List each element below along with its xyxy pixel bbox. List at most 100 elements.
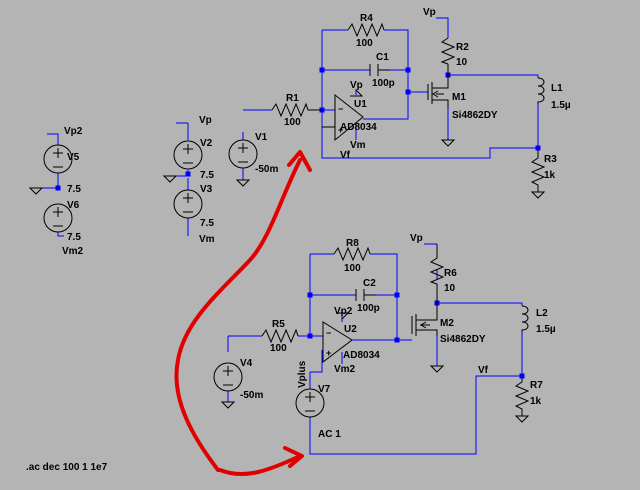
mosfet-m2[interactable]: M2 Si4862DY bbox=[411, 296, 486, 345]
source-v4[interactable]: V4 -50m bbox=[213, 358, 263, 401]
r3-value: 1k bbox=[544, 170, 556, 181]
u2-part: AD8034 bbox=[343, 350, 380, 361]
source-v6[interactable]: V6 7.5 bbox=[43, 200, 81, 243]
r4-name: R4 bbox=[360, 13, 373, 24]
m1-part: Si4862DY bbox=[452, 110, 498, 121]
r6-value: 10 bbox=[444, 283, 456, 294]
source-v1[interactable]: V1 -50m bbox=[228, 132, 278, 175]
v1-value: -50m bbox=[255, 164, 278, 175]
svg-text:+: + bbox=[338, 125, 343, 135]
m2-part: Si4862DY bbox=[440, 334, 486, 345]
mosfet-m1[interactable]: M1 Si4862DY bbox=[427, 64, 498, 121]
u1-name: U1 bbox=[354, 99, 367, 110]
source-v3[interactable]: V3 7.5 bbox=[173, 184, 214, 229]
l2-value: 1.5µ bbox=[536, 324, 556, 335]
resistor-r3[interactable]: R3 1k bbox=[530, 150, 557, 192]
r1-value: 100 bbox=[284, 117, 301, 128]
ground-icon bbox=[514, 415, 530, 423]
v1-name: V1 bbox=[255, 132, 268, 143]
v5-name: V5 bbox=[67, 152, 80, 163]
v2-name: V2 bbox=[200, 138, 213, 149]
inductor-l2[interactable]: L2 1.5µ bbox=[521, 305, 556, 335]
c2-name: C2 bbox=[363, 278, 376, 289]
r8-value: 100 bbox=[344, 263, 361, 274]
c1-value: 100p bbox=[372, 78, 395, 89]
v6-bottom-label: Vm2 bbox=[62, 246, 84, 257]
resistor-r4[interactable]: R4 100 bbox=[347, 13, 385, 49]
u2-vm: Vm2 bbox=[334, 364, 356, 375]
r2-name: R2 bbox=[456, 42, 469, 53]
r2-value: 10 bbox=[456, 57, 468, 68]
source-v5[interactable]: V5 7.5 bbox=[43, 144, 81, 195]
ground-icon bbox=[530, 191, 546, 199]
ground-icon bbox=[440, 139, 456, 147]
v2-top-label: Vp bbox=[199, 115, 212, 126]
supply-v2-v3: Vp V2 7.5 V3 7.5 Vm bbox=[162, 115, 215, 245]
source-v7[interactable]: V7 AC 1 bbox=[295, 384, 341, 440]
v7-value: AC 1 bbox=[318, 429, 341, 440]
l1-value: 1.5µ bbox=[551, 100, 571, 111]
v3-name: V3 bbox=[200, 184, 213, 195]
capacitor-c2[interactable]: C2 100p bbox=[355, 278, 380, 314]
u2-vp: Vp2 bbox=[334, 306, 353, 317]
u1-vp: Vp bbox=[350, 80, 363, 91]
r2-supply-flag: Vp bbox=[423, 7, 449, 30]
v3-value: 7.5 bbox=[200, 218, 214, 229]
inductor-l1[interactable]: L1 1.5µ bbox=[537, 77, 571, 111]
r6-name: R6 bbox=[444, 268, 457, 279]
m2-name: M2 bbox=[440, 318, 454, 329]
ground-icon bbox=[28, 187, 44, 195]
v6-name: V6 bbox=[67, 200, 80, 211]
ground-icon bbox=[429, 365, 445, 373]
r5-value: 100 bbox=[270, 343, 287, 354]
v5-value: 7.5 bbox=[67, 184, 81, 195]
supply-v5-v6: Vp2 V5 7.5 V6 7.5 Vm2 bbox=[28, 126, 84, 257]
red-annotation-arrow bbox=[174, 150, 312, 477]
r7-name: R7 bbox=[530, 380, 543, 391]
v4-name: V4 bbox=[240, 358, 253, 369]
r4-value: 100 bbox=[356, 38, 373, 49]
r6-supply-flag: Vp bbox=[410, 233, 437, 245]
v2-value: 7.5 bbox=[200, 170, 214, 181]
v6-value: 7.5 bbox=[67, 232, 81, 243]
r5-name: R5 bbox=[272, 319, 285, 330]
ground-icon bbox=[336, 312, 350, 320]
source-v2[interactable]: V2 7.5 bbox=[173, 138, 214, 181]
svg-text:+: + bbox=[326, 348, 331, 358]
ground-icon bbox=[235, 179, 251, 187]
resistor-r1[interactable]: R1 100 bbox=[271, 93, 322, 128]
resistor-r8[interactable]: R8 100 bbox=[333, 238, 371, 274]
bottom-circuit: R8 100 C2 100p R5 100 − + U2 AD8034 Vp2 … bbox=[213, 233, 556, 455]
resistor-r2[interactable]: R2 10 bbox=[440, 37, 469, 68]
resistor-r7[interactable]: R7 1k bbox=[514, 378, 543, 416]
opamp-u1[interactable]: − + U1 AD8034 Vp Vm bbox=[322, 80, 377, 151]
r7-value: 1k bbox=[530, 396, 542, 407]
spice-directive[interactable]: .ac dec 100 1 1e7 bbox=[26, 462, 108, 473]
svg-text:−: − bbox=[326, 328, 331, 338]
u1-part: AD8034 bbox=[340, 122, 377, 133]
top-circuit: R4 100 C1 100p R1 100 − + U1 AD8034 Vp V… bbox=[228, 7, 571, 199]
bottom-vf-label: Vf bbox=[478, 365, 489, 376]
vplus-label: Vplus bbox=[297, 360, 308, 388]
v7-name: V7 bbox=[318, 384, 331, 395]
top-vf-label: Vf bbox=[340, 150, 351, 161]
opamp-u2[interactable]: − + U2 AD8034 Vp2 Vm2 bbox=[322, 306, 380, 375]
r2-supply-label: Vp bbox=[423, 7, 436, 18]
svg-text:−: − bbox=[338, 104, 343, 114]
r6-supply-label: Vp bbox=[410, 233, 423, 244]
resistor-r6[interactable]: R6 10 bbox=[429, 244, 457, 296]
l1-name: L1 bbox=[551, 83, 563, 94]
capacitor-c1[interactable]: C1 100p bbox=[369, 52, 395, 89]
r8-name: R8 bbox=[346, 238, 359, 249]
ground-icon bbox=[350, 89, 364, 97]
u1-vm: Vm bbox=[350, 140, 366, 151]
ground-icon bbox=[220, 401, 236, 409]
r3-name: R3 bbox=[544, 154, 557, 165]
l2-name: L2 bbox=[536, 308, 548, 319]
v4-value: -50m bbox=[240, 390, 263, 401]
ground-icon bbox=[162, 175, 178, 183]
resistor-r5[interactable]: R5 100 bbox=[261, 319, 299, 354]
v5-top-label: Vp2 bbox=[64, 126, 83, 137]
r1-name: R1 bbox=[286, 93, 299, 104]
